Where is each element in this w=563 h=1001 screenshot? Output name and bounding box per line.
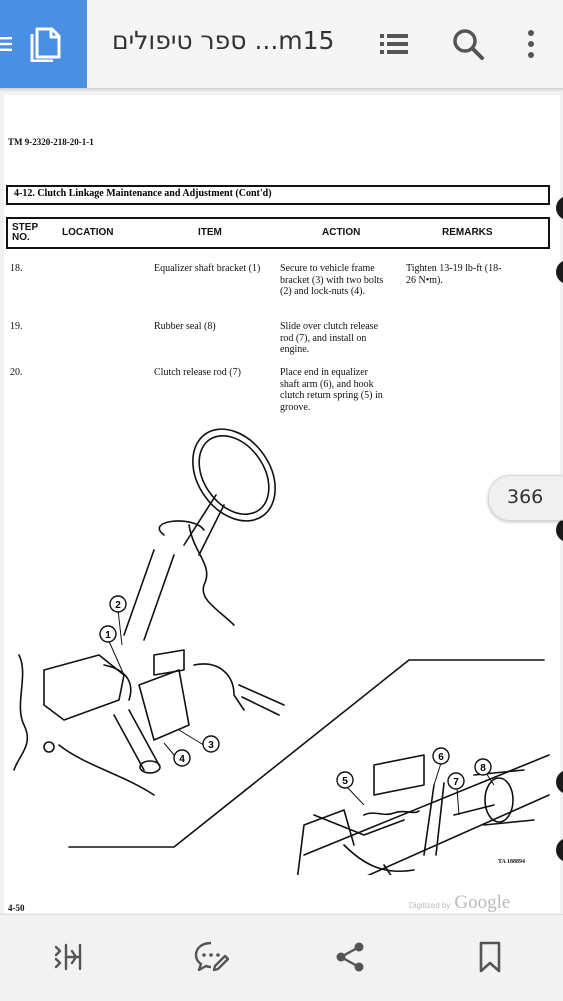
app-bar-shadow [0,88,563,92]
comment-edit-icon[interactable] [193,939,229,975]
share-icon[interactable] [332,939,368,975]
callout-3: 3 [208,740,214,751]
menu-icon[interactable] [0,36,12,52]
pages-toggle-area[interactable] [0,0,87,88]
text-reflow-icon[interactable] [50,939,86,975]
table-row-action: Secure to vehicle frame bracket (3) with… [280,263,384,297]
table-row-step: 19. [10,321,23,332]
callout-1: 1 [105,630,111,641]
google-wordmark: Google [454,892,511,913]
document-title: m15... ספר טיפולים [112,26,335,55]
header-action: ACTION [322,227,361,238]
tm-number: TM 9-2320-218-20-1-1 [8,137,94,147]
callout-8: 8 [480,763,486,774]
callout-7: 7 [453,777,459,788]
document-icon[interactable] [28,26,62,62]
page-number-badge[interactable]: 366 [488,475,563,521]
header-location: LOCATION [62,227,114,238]
callout-4: 4 [179,754,185,765]
header-step-no: STEP NO. [12,222,38,243]
search-icon[interactable] [450,26,486,62]
edge-marker [556,260,563,284]
ta-number: TA 188894 [498,859,526,865]
table-row-action: Place end in equalizer shaft arm (6), an… [280,367,383,413]
page-number: 4-50 [8,903,25,913]
edge-marker [556,770,563,794]
document-page[interactable]: TM 9-2320-218-20-1-1 4-12. Clutch Linkag… [4,95,560,913]
callout-2: 2 [115,600,121,611]
edge-marker [556,518,563,542]
table-row-item: Equalizer shaft bracket (1) [154,263,261,274]
table-row-remarks: Tighten 13-19 lb-ft (18-26 N•m). [406,263,502,286]
bottom-toolbar [0,914,563,1001]
list-icon[interactable] [376,26,412,62]
callout-6: 6 [438,752,444,763]
section-title-box: 4-12. Clutch Linkage Maintenance and Adj… [6,185,550,205]
app-bar: m15... ספר טיפולים [0,0,563,88]
table-row-item: Clutch release rod (7) [154,367,241,378]
clutch-linkage-figure: 1 2 3 4 5 6 7 8 [13,428,550,875]
google-watermark: Digitized by Google [409,892,510,913]
bookmark-icon[interactable] [472,939,508,975]
edge-marker [556,838,563,862]
edge-marker [556,196,563,220]
header-remarks: REMARKS [442,227,493,238]
callout-5: 5 [342,776,348,787]
digitized-by-label: Digitized by [409,901,451,910]
table-row-action: Slide over clutch release rod (7), and i… [280,321,379,355]
more-vert-icon[interactable] [513,26,549,62]
table-row-step: 18. [10,263,23,274]
header-item: ITEM [198,227,222,238]
table-header: STEP NO. LOCATION ITEM ACTION REMARKS [6,217,550,249]
section-title: 4-12. Clutch Linkage Maintenance and Adj… [14,188,272,199]
page-number-value: 366 [507,486,544,508]
table-row-step: 20. [10,367,23,378]
table-row-item: Rubber seal (8) [154,321,216,332]
